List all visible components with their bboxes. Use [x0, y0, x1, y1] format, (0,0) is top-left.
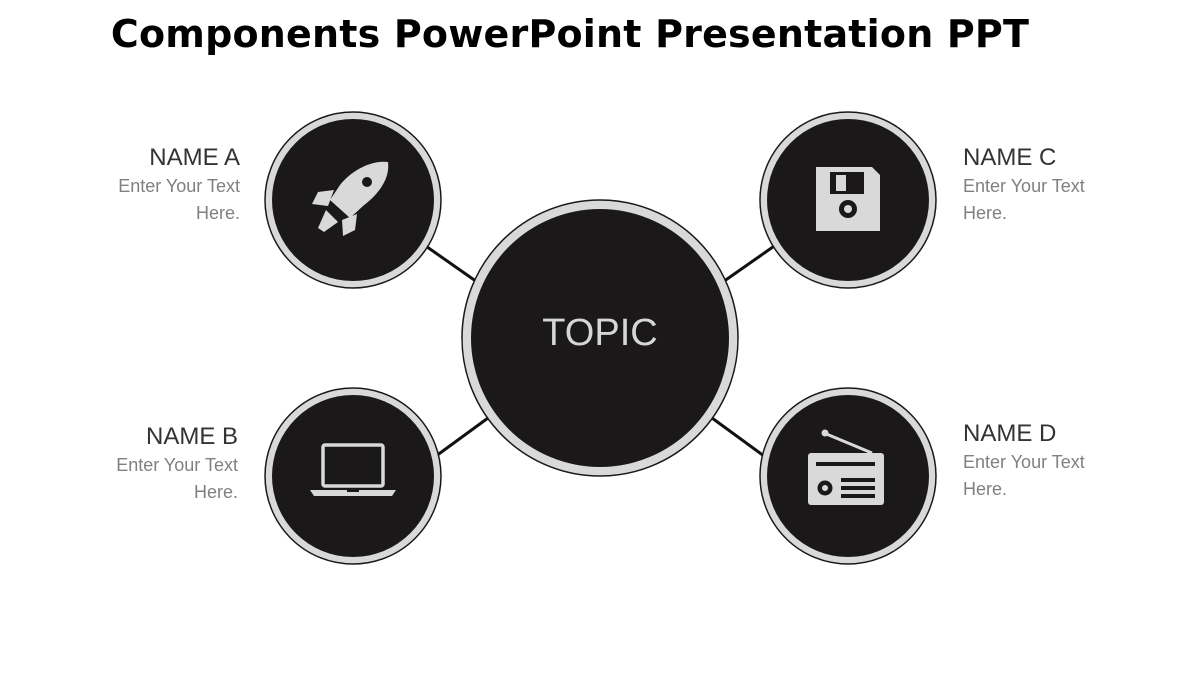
rocket-icon — [312, 161, 389, 236]
topic-label: TOPIC — [542, 312, 658, 354]
name-a-text-line1: Enter Your Text — [118, 176, 240, 196]
label-name-b: NAME B Enter Your Text Here. — [38, 422, 238, 506]
name-b-title: NAME B — [145, 423, 238, 450]
connector-a — [419, 240, 481, 286]
name-b-text-line1: Enter Your Text — [116, 455, 238, 475]
floppy-disk-icon — [816, 167, 880, 231]
name-b-text-line2: Here. — [193, 482, 238, 502]
slide-title: Components PowerPoint Presentation PPT — [110, 12, 1030, 56]
name-c-title: NAME C — [963, 144, 1057, 171]
name-c-text-line2: Here. — [963, 203, 1008, 223]
name-d-text-line2: Here. — [963, 479, 1008, 499]
topic-circle — [461, 199, 739, 477]
name-d-title: NAME D — [963, 420, 1057, 447]
name-d-text-line1: Enter Your Text — [963, 452, 1085, 472]
name-c-text-line1: Enter Your Text — [963, 176, 1085, 196]
name-a-text-line2: Here. — [195, 203, 240, 223]
connector-b — [435, 416, 489, 458]
node-b-circle — [264, 387, 442, 565]
label-name-c: NAME C Enter Your Text Here. — [963, 143, 1163, 227]
laptop-icon — [310, 443, 396, 496]
name-a-title: NAME A — [149, 144, 240, 171]
label-name-a: NAME A Enter Your Text Here. — [40, 143, 240, 227]
connector-d — [711, 416, 765, 458]
connector-c — [719, 240, 781, 286]
label-name-d: NAME D Enter Your Text Here. — [963, 419, 1163, 503]
radio-icon — [808, 429, 884, 505]
